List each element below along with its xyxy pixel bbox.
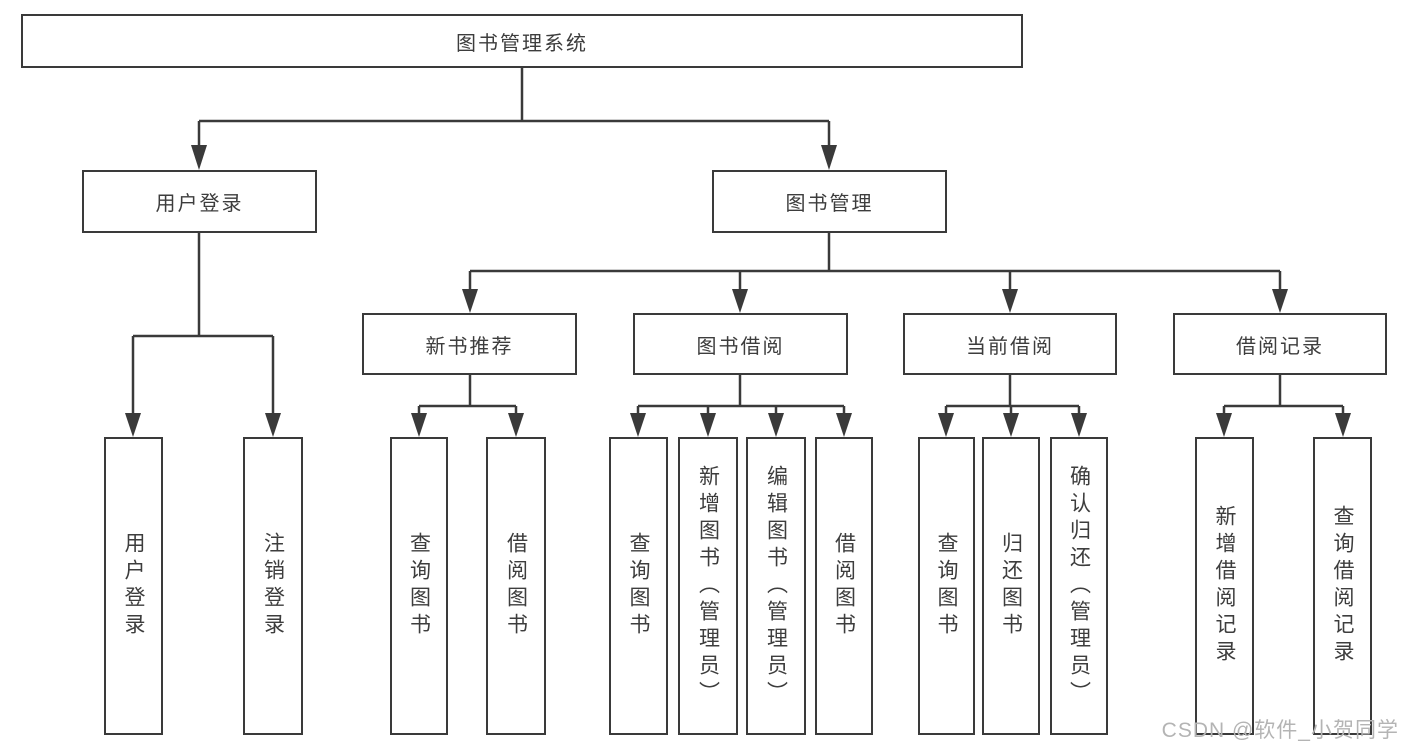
leaf-user-login: 用户登录 [104,437,163,735]
node-user-login-branch: 用户登录 [82,170,317,233]
watermark: CSDN @软件_小贺同学 [1161,719,1399,742]
node-label: 查询图书 [407,532,431,640]
node-book-management-branch: 图书管理 [712,170,947,233]
leaf-query-borrow-record: 查询借阅记录 [1313,437,1372,735]
node-borrow-records: 借阅记录 [1173,313,1387,375]
leaf-add-books-admin: 新增图书（管理员） [678,437,738,735]
leaf-borrow-books-recommend: 借阅图书 [486,437,546,735]
leaf-logout: 注销登录 [243,437,303,735]
node-new-book-recommend: 新书推荐 [362,313,577,375]
node-book-management-system: 图书管理系统 [21,14,1023,68]
node-label: 图书借阅 [696,335,785,358]
node-label: 查询图书 [627,532,650,640]
node-current-borrow: 当前借阅 [903,313,1117,375]
leaf-add-borrow-record: 新增借阅记录 [1195,437,1254,735]
node-label: 图书管理系统 [456,32,588,55]
node-label: 查询图书 [935,532,958,640]
node-label: 借阅图书 [832,532,856,640]
leaf-edit-books-admin: 编辑图书（管理员） [746,437,806,735]
node-label: 借阅记录 [1236,335,1324,358]
node-label: 图书管理 [785,193,874,215]
node-label: 新增借阅记录 [1213,505,1236,667]
leaf-confirm-return-admin: 确认归还（管理员） [1050,437,1108,735]
node-label: 编辑图书（管理员） [764,464,788,708]
node-label: 用户登录 [122,532,145,640]
node-label: 当前借阅 [966,335,1054,358]
node-label: 归还图书 [999,532,1023,640]
node-label: 借阅图书 [504,532,528,640]
node-book-borrow: 图书借阅 [633,313,848,375]
leaf-borrow-books: 借阅图书 [815,437,873,735]
node-label: 用户登录 [155,193,244,215]
leaf-query-books-recommend: 查询图书 [390,437,448,735]
node-label: 查询借阅记录 [1331,505,1354,667]
leaf-query-books-borrow: 查询图书 [609,437,668,735]
leaf-return-books: 归还图书 [982,437,1040,735]
node-label: 注销登录 [261,532,285,640]
leaf-query-books-current: 查询图书 [918,437,975,735]
node-label: 新增图书（管理员） [696,464,720,708]
node-label: 确认归还（管理员） [1067,464,1091,708]
node-label: 新书推荐 [425,335,514,358]
